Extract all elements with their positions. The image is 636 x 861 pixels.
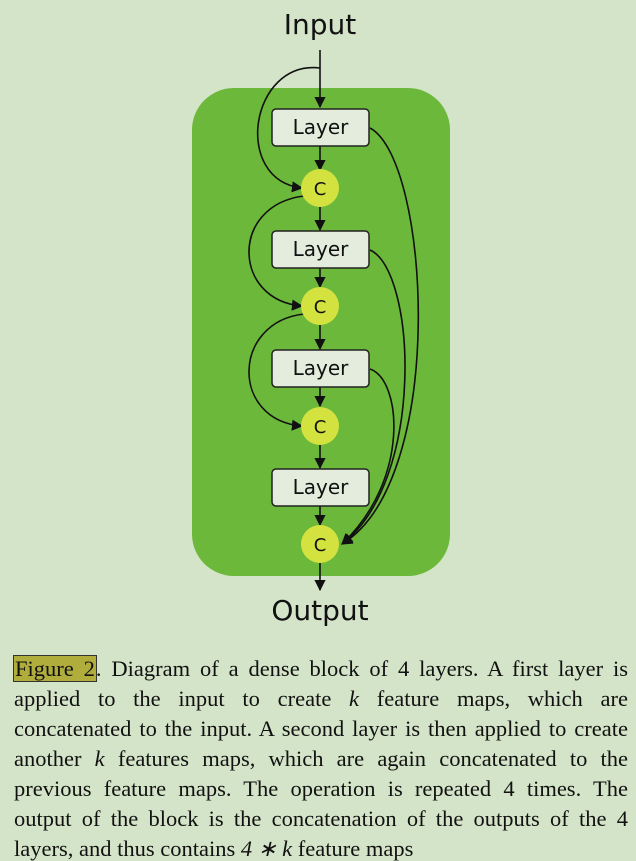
input-label: Input — [284, 8, 357, 41]
right-connections — [341, 127, 420, 545]
figure-reference-link[interactable]: Figure 2 — [13, 655, 97, 682]
layer-label-2: Layer — [293, 237, 350, 261]
concat-node-3: C — [301, 407, 339, 445]
left-skip-connections — [248, 67, 321, 431]
caption-formula: 4 ∗ k — [240, 836, 293, 861]
layer-label-1: Layer — [293, 115, 350, 139]
layer-box-4: Layer — [271, 468, 370, 507]
layer-box-1: Layer — [271, 108, 370, 147]
dense-block-region — [192, 88, 450, 576]
dense-block-diagram: Input Output Layer — [192, 8, 450, 627]
layer-box-2: Layer — [271, 230, 370, 269]
caption-text-1: . Diagram of a dense block of 4 layers. … — [14, 656, 628, 711]
caption-text-4: feature maps — [292, 836, 414, 861]
concat-label-2: C — [314, 297, 327, 318]
concat-label-4: C — [314, 535, 327, 556]
concat-label-1: C — [314, 179, 327, 200]
figure-caption: Figure 2. Diagram of a dense block of 4 … — [13, 654, 628, 861]
layer-label-4: Layer — [293, 475, 350, 499]
concat-node-1: C — [301, 169, 339, 207]
caption-text-3: features maps, which are again concatena… — [14, 746, 628, 861]
layer-box-3: Layer — [271, 349, 370, 388]
concat-node-4: C — [301, 525, 339, 563]
caption-variable-k-1: k — [349, 686, 360, 711]
concat-label-3: C — [314, 417, 327, 438]
output-label: Output — [271, 594, 368, 627]
layer-label-3: Layer — [293, 356, 350, 380]
caption-variable-k-2: k — [94, 746, 105, 771]
caption-text-2: feature maps, which are concatenated to … — [14, 686, 628, 771]
concat-node-2: C — [301, 287, 339, 325]
